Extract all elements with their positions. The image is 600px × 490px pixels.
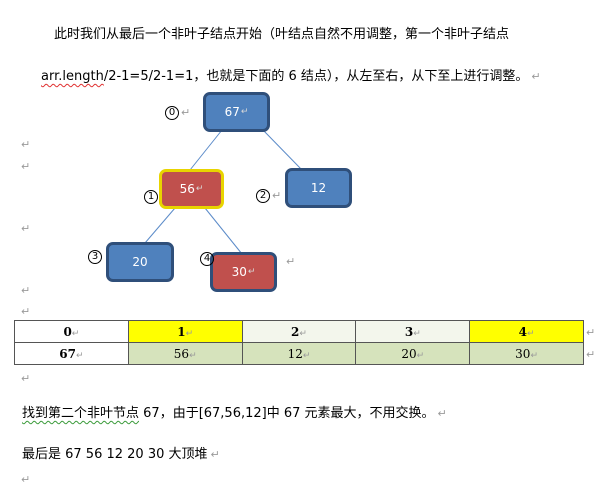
- index-label-0: 0: [165, 106, 179, 120]
- text-line1: 此时我们从最后一个非叶子结点开始（叶结点自然不用调整，第一个非叶子结点: [54, 27, 510, 42]
- table-row-values: 67↵ 56↵ 12↵ 20↵ 30↵: [14, 342, 584, 365]
- table-header-cell: 4↵: [469, 320, 584, 343]
- paragraph-result: 最后是 67 56 12 20 30 大顶堆↵: [22, 443, 220, 462]
- edge-1-4: [204, 207, 243, 255]
- text-arr-length: arr.length: [41, 69, 104, 84]
- tree-node-3: 20: [106, 242, 174, 282]
- node-2-value: 12: [310, 181, 327, 195]
- table-value-cell: 67↵: [14, 342, 129, 365]
- paragraph-mark: ↵: [21, 284, 31, 297]
- paragraph-mark: ↵: [240, 107, 249, 117]
- edge-0-1: [189, 129, 223, 171]
- text-line3a: 找到第二个非叶节点: [22, 406, 140, 421]
- tree-node-2: 12: [285, 168, 352, 208]
- table-header-cell: 0↵: [14, 320, 129, 343]
- table-header-cell: 2↵: [241, 320, 357, 343]
- node-0-value: 67: [224, 105, 240, 119]
- edge-0-2: [262, 129, 303, 171]
- table-value-cell: 12↵: [241, 342, 357, 365]
- index-label-1: 1: [144, 190, 158, 204]
- table-value-cell: 30↵: [469, 342, 584, 365]
- paragraph-mark: ↵: [21, 305, 31, 318]
- node-4-value: 30: [231, 265, 247, 279]
- paragraph-mark: ↵: [21, 222, 31, 235]
- tree-node-1: 56↵: [159, 169, 224, 209]
- tree-edges: [144, 129, 303, 255]
- paragraph-mark: ↵: [586, 326, 596, 339]
- node-1-value: 56: [179, 182, 195, 196]
- paragraph-second-node: 找到第二个非叶节点 67，由于[67,56,12]中 67 元素最大，不用交换。…: [22, 402, 447, 421]
- tree-node-4: 30↵: [210, 252, 277, 292]
- text-line4: 最后是 67 56 12 20 30 大顶堆: [22, 447, 208, 462]
- node-3-value: 20: [132, 255, 148, 269]
- tree-node-0: 67↵: [203, 92, 270, 132]
- table-header-cell: 3↵: [355, 320, 471, 343]
- paragraph-intro-line1: 此时我们从最后一个非叶子结点开始（叶结点自然不用调整，第一个非叶子结点: [54, 23, 509, 42]
- index-label-3: 3: [88, 250, 102, 264]
- text-line2: /2-1=5/2-1=1，也就是下面的 6 结点），从左至右，从下至上进行调整。: [103, 69, 529, 84]
- paragraph-mark: ↵: [21, 473, 31, 486]
- table-header-cell: 1↵: [127, 320, 243, 343]
- paragraph-mark: ↵: [586, 348, 596, 361]
- paragraph-mark: ↵: [531, 70, 541, 83]
- table-value-cell: 20↵: [355, 342, 471, 365]
- paragraph-mark: ↵: [272, 189, 282, 202]
- array-table: 0↵ 1↵ 2↵ 3↵ 4↵ 67↵ 56↵ 12↵ 20↵ 30↵: [14, 320, 584, 365]
- index-label-4: 4: [200, 252, 214, 266]
- table-row-index: 0↵ 1↵ 2↵ 3↵ 4↵: [14, 320, 584, 343]
- paragraph-mark: ↵: [437, 407, 447, 420]
- paragraph-mark: ↵: [21, 372, 31, 385]
- paragraph-mark: ↵: [21, 160, 31, 173]
- table-value-cell: 56↵: [127, 342, 243, 365]
- paragraph-mark: ↵: [286, 255, 296, 268]
- paragraph-mark: ↵: [195, 184, 204, 194]
- paragraph-mark: ↵: [21, 138, 31, 151]
- paragraph-mark: ↵: [210, 448, 220, 461]
- paragraph-mark: ↵: [181, 106, 191, 119]
- paragraph-intro-line2: arr.length/2-1=5/2-1=1，也就是下面的 6 结点），从左至右…: [41, 65, 541, 84]
- text-line3b: 67，由于[67,56,12]中 67 元素最大，不用交换。: [139, 406, 435, 421]
- edge-1-3: [144, 207, 176, 244]
- paragraph-mark: ↵: [247, 267, 256, 277]
- index-label-2: 2: [256, 189, 270, 203]
